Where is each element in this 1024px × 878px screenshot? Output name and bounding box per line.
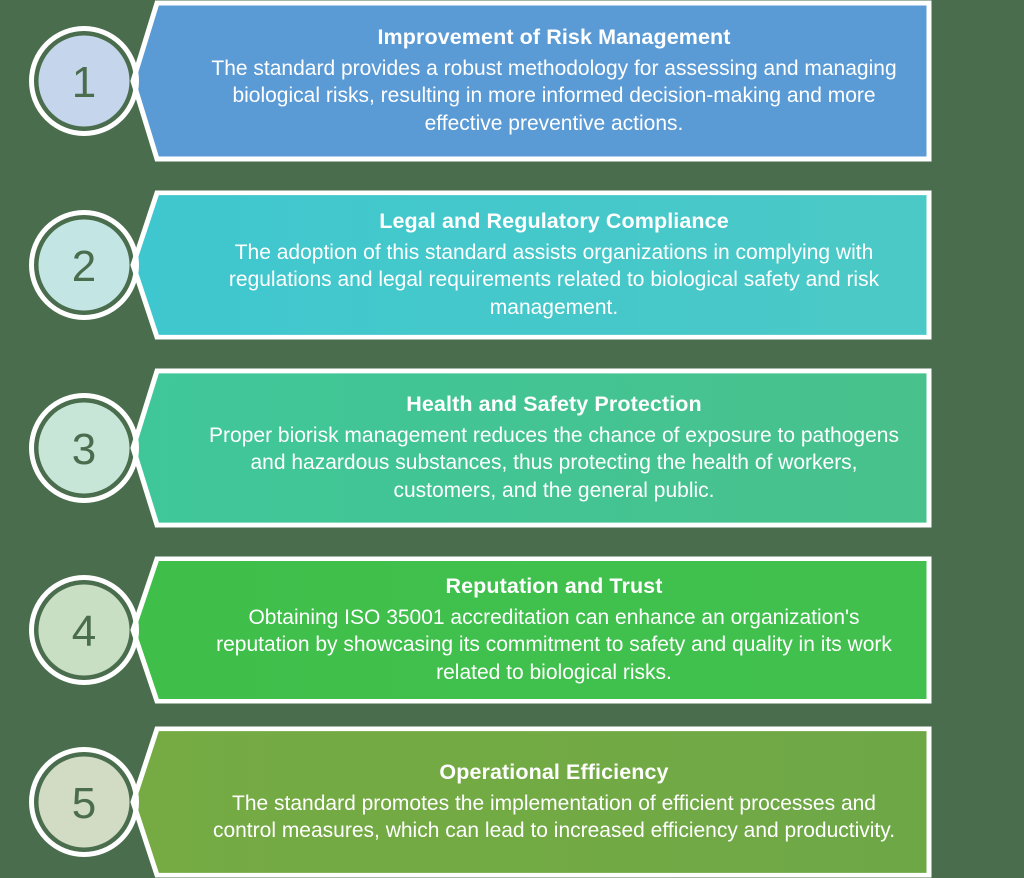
number-circle-icon: 4 — [29, 575, 139, 685]
benefit-banner: Operational Efficiency The standard prom… — [130, 726, 932, 878]
banner-text-block: Legal and Regulatory Compliance The adop… — [190, 190, 918, 340]
benefit-title-1: Improvement of Risk Management — [377, 25, 731, 50]
benefit-row-5: Operational Efficiency The standard prom… — [0, 726, 1024, 878]
benefit-number-4: 4 — [72, 607, 96, 656]
benefit-number-3: 3 — [72, 425, 96, 474]
benefit-number-badge: 3 — [26, 368, 142, 528]
benefit-description-2: The adoption of this standard assists or… — [228, 240, 880, 319]
benefit-number-5: 5 — [72, 779, 96, 828]
benefit-title-4: Reputation and Trust — [445, 574, 663, 599]
benefit-description-1: The standard provides a robust methodolo… — [211, 56, 897, 135]
banner-text-block: Operational Efficiency The standard prom… — [190, 726, 918, 878]
number-circle-icon: 3 — [29, 393, 139, 503]
number-circle-icon: 1 — [29, 26, 139, 136]
benefit-title-5: Operational Efficiency — [439, 759, 669, 784]
benefit-row-3: Health and Safety Protection Proper bior… — [0, 368, 1024, 528]
benefit-title-2: Legal and Regulatory Compliance — [379, 209, 729, 234]
benefit-number-badge: 2 — [26, 190, 142, 340]
benefit-number-badge: 4 — [26, 556, 142, 704]
benefit-title-3: Health and Safety Protection — [406, 392, 702, 417]
banner-text-block: Reputation and Trust Obtaining ISO 35001… — [190, 556, 918, 704]
benefit-banner: Legal and Regulatory Compliance The adop… — [130, 190, 932, 340]
benefit-row-1: Improvement of Risk Management The stand… — [0, 0, 1024, 162]
benefit-banner: Improvement of Risk Management The stand… — [130, 0, 932, 162]
banner-text-block: Improvement of Risk Management The stand… — [190, 0, 918, 162]
number-circle-icon: 5 — [29, 747, 139, 857]
benefit-number-2: 2 — [72, 242, 96, 291]
benefit-number-1: 1 — [72, 58, 96, 107]
benefit-banner: Reputation and Trust Obtaining ISO 35001… — [130, 556, 932, 704]
benefit-description-5: The standard promotes the implementation… — [212, 791, 896, 842]
benefit-banner: Health and Safety Protection Proper bior… — [130, 368, 932, 528]
benefit-row-4: Reputation and Trust Obtaining ISO 35001… — [0, 556, 1024, 704]
number-circle-icon: 2 — [29, 210, 139, 320]
banner-text-block: Health and Safety Protection Proper bior… — [190, 368, 918, 528]
benefit-number-badge: 1 — [26, 0, 142, 162]
benefit-number-badge: 5 — [26, 726, 142, 878]
benefit-description-4: Obtaining ISO 35001 accreditation can en… — [216, 605, 892, 684]
benefit-row-2: Legal and Regulatory Compliance The adop… — [0, 190, 1024, 340]
benefit-description-3: Proper biorisk management reduces the ch… — [209, 423, 899, 502]
